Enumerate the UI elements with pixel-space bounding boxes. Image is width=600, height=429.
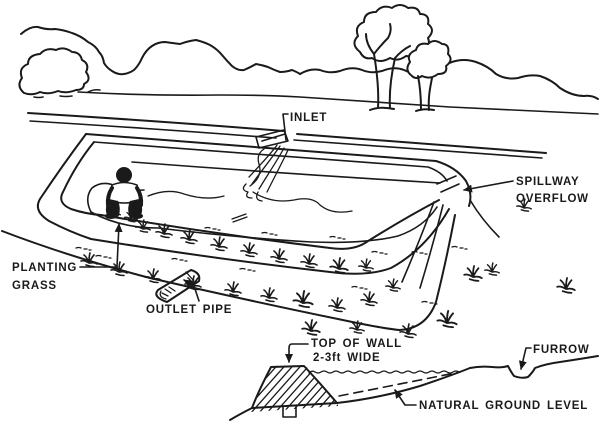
xs-pond-bottom	[336, 367, 471, 404]
spillway-label-line1: SPILLWAY	[516, 176, 580, 188]
spillway-chute-lines	[401, 201, 444, 289]
pond-embankment	[1, 133, 500, 331]
background-treeline	[18, 25, 599, 115]
floating-stick	[231, 213, 248, 223]
crest-inner-loop	[60, 141, 440, 250]
inlet-label: INLET	[290, 112, 327, 124]
planting-grass-label-line1: PLANTING	[12, 262, 77, 274]
inlet-water-flow	[242, 144, 289, 202]
furrow-label: FURROW	[533, 344, 590, 356]
xs-ground-left	[229, 407, 253, 421]
xs-water-surface	[308, 370, 460, 374]
planting-grass-pointer	[79, 223, 123, 268]
xs-natural-ground-dashed	[338, 371, 461, 397]
treeline-right	[299, 59, 599, 100]
water-near-edge	[90, 206, 438, 244]
inlet-flume	[255, 129, 289, 149]
tree-large-canopy	[353, 4, 433, 62]
top-of-wall-pointer	[285, 343, 309, 363]
top-of-wall-label-line2: 2-3ft WIDE	[313, 352, 381, 364]
outlet-pipe-label: OUTLET PIPE	[146, 304, 232, 316]
tree-small-canopy	[406, 40, 452, 79]
xs-pipe-notch	[282, 406, 297, 418]
furrow-pointer	[518, 347, 532, 370]
channel-line-near-right	[293, 139, 543, 159]
splash-contour	[249, 148, 353, 213]
spillway-outer-ground	[469, 199, 500, 238]
person-arm-right	[135, 186, 144, 207]
bush-ground-marks	[33, 88, 101, 99]
tree-large-trunk	[365, 23, 411, 111]
channel-line-near-left	[29, 120, 277, 139]
callouts-main: INLET SPILLWAY OVERFLOW PLANTING GRASS O…	[12, 112, 589, 316]
spillway-pointer	[463, 180, 514, 193]
xs-ground-right-furrow	[469, 355, 599, 379]
pond-floor-contour	[147, 190, 225, 199]
planting-grass-label-line2: GRASS	[12, 280, 57, 292]
channel-line-far-left	[27, 112, 284, 132]
far-crest-inner-edge	[93, 141, 448, 182]
person-figure	[105, 167, 144, 219]
xs-wall-hatching	[250, 365, 338, 412]
outlet-pipe-pointer	[183, 279, 200, 302]
tree-small-trunk	[415, 75, 435, 112]
crest-outer-loop	[36, 133, 450, 275]
inlet-pointer	[282, 113, 289, 141]
outlet-pipe-body	[155, 269, 201, 303]
spillway-notch	[436, 175, 460, 193]
supply-channel	[27, 112, 547, 159]
treeline-left	[20, 25, 301, 76]
inlet-structure	[242, 129, 289, 202]
bush-left	[18, 47, 90, 96]
natural-ground-pointer	[394, 389, 417, 406]
horizon-ground-line	[77, 91, 599, 115]
cross-section: TOP OF WALL 2-3ft WIDE FURROW NATURAL GR…	[229, 338, 599, 421]
person-head	[116, 167, 132, 183]
channel-line-far-right	[296, 133, 547, 154]
outlet-pipe-open-end	[159, 286, 176, 300]
water-far-edge	[131, 161, 441, 184]
natural-ground-label: NATURAL GROUND LEVEL	[419, 400, 588, 412]
spillway-label-line2: OVERFLOW	[516, 193, 589, 205]
top-of-wall-label-line1: TOP OF WALL	[311, 338, 402, 350]
trees	[353, 4, 452, 112]
